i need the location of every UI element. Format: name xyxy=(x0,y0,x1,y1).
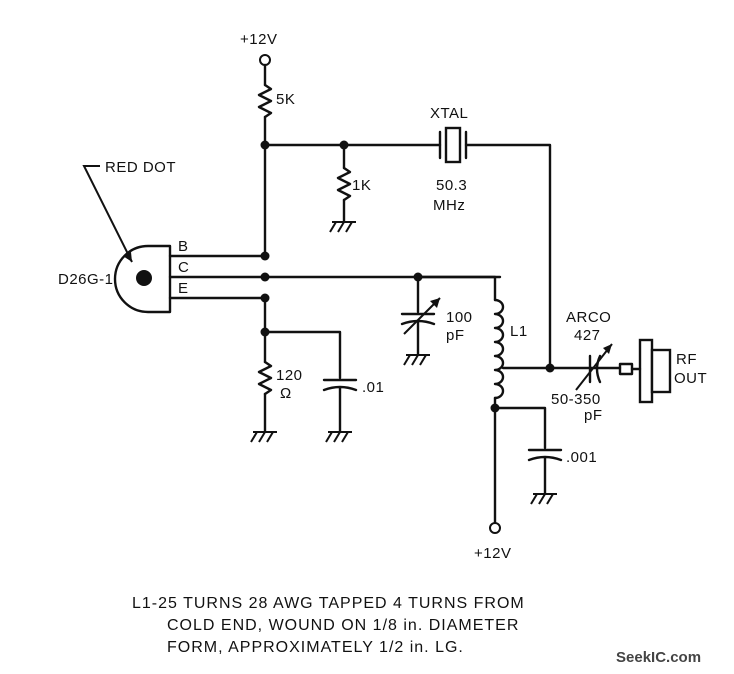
red-dot-arrowhead xyxy=(123,252,132,262)
supply-bottom-terminal xyxy=(489,522,501,534)
ground-1k xyxy=(329,221,356,233)
resistor-1k-label: 1K xyxy=(352,177,371,194)
arco-unit: pF xyxy=(584,407,603,424)
wire-bypass-cap xyxy=(263,330,342,380)
capacitor-001-label: .001 xyxy=(566,449,597,466)
rf-output-connector xyxy=(618,338,672,404)
supply-top-terminal xyxy=(259,54,271,66)
supply-bottom-label: +12V xyxy=(474,545,511,562)
wire-001 xyxy=(493,406,547,450)
arco-name: ARCO xyxy=(566,309,611,326)
ground-120 xyxy=(250,431,277,443)
resistor-120-label: 120 xyxy=(276,367,303,384)
wire-to-coil xyxy=(416,275,497,302)
supply-top: +12V xyxy=(240,31,277,66)
arco-model: 427 xyxy=(574,327,601,344)
rf-label: RF xyxy=(676,351,697,368)
ground-100pf xyxy=(403,354,430,366)
watermark: SeekIC.com xyxy=(616,649,701,666)
out-label: OUT xyxy=(674,370,707,387)
arco-range: 50-350 xyxy=(551,391,601,408)
crystal-xtal xyxy=(438,126,468,164)
trimmer-arco-427 xyxy=(575,343,613,391)
xtal-unit: MHz xyxy=(433,197,465,214)
junction-tap xyxy=(545,363,555,373)
resistor-120 xyxy=(257,360,273,396)
note-line-1: L1-25 TURNS 28 AWG TAPPED 4 TURNS FROM xyxy=(132,595,525,612)
ground-001 xyxy=(530,493,557,505)
supply-top-label: +12V xyxy=(240,31,277,48)
inductor-l1 xyxy=(493,298,505,400)
xtal-freq: 50.3 xyxy=(436,177,467,194)
wire-xtal-out xyxy=(464,143,552,370)
red-dot-marker xyxy=(136,270,152,286)
pin-c-label: C xyxy=(178,259,189,276)
capacitor-100-value: 100 xyxy=(446,309,473,326)
red-dot-label: RED DOT xyxy=(105,159,176,176)
transistor-d26g1 xyxy=(113,244,172,314)
variable-capacitor-100pf xyxy=(400,297,441,335)
resistor-5k-label: 5K xyxy=(276,91,295,108)
red-dot-leader xyxy=(82,165,133,263)
xtal-label: XTAL xyxy=(430,105,468,122)
capacitor-100-unit: pF xyxy=(446,327,465,344)
resistor-120-ohm: Ω xyxy=(280,385,292,402)
inductor-label: L1 xyxy=(510,323,528,340)
junction-base xyxy=(260,251,270,261)
ground-01 xyxy=(325,431,352,443)
resistor-5k xyxy=(257,83,273,119)
note-line-2: COLD END, WOUND ON 1/8 in. DIAMETER xyxy=(167,617,519,634)
note-line-3: FORM, APPROXIMATELY 1/2 in. LG. xyxy=(167,639,464,656)
pin-e-label: E xyxy=(178,280,189,297)
junction-collector xyxy=(260,272,270,282)
transistor-label: D26G-1 xyxy=(58,271,114,288)
pin-b-label: B xyxy=(178,238,189,255)
capacitor-01-label: .01 xyxy=(362,379,384,396)
resistor-1k xyxy=(336,166,352,202)
